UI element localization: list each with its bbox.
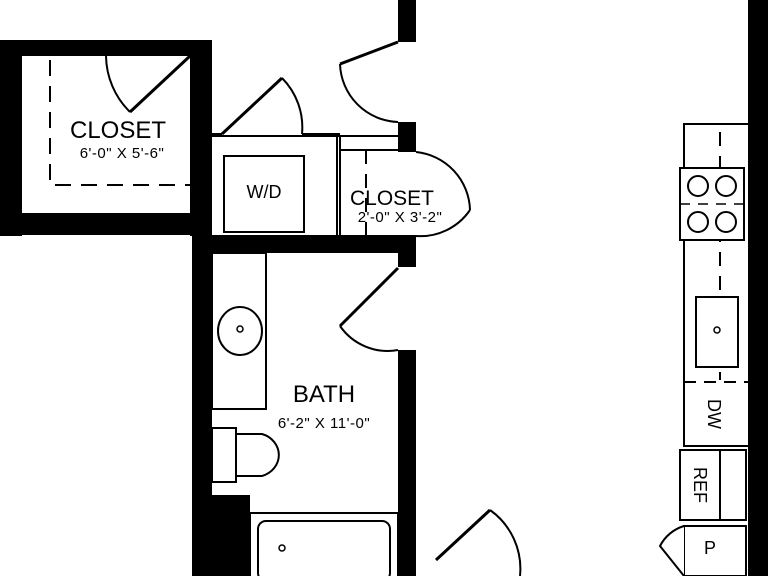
kitchen-sink-drain (713, 326, 721, 334)
wall-top-center (398, 0, 416, 42)
closet-door-arc (105, 55, 131, 113)
wall-pillar (398, 122, 416, 152)
wall-closet-bottom (0, 213, 210, 235)
kitchen: DW REF P (658, 123, 748, 576)
partitions (212, 133, 398, 236)
door-bottom (434, 508, 522, 576)
wall-right-edge (748, 0, 768, 576)
closet-large-name: CLOSET (70, 117, 166, 144)
small-closet-door-arc2 (415, 209, 471, 238)
wall-laundry-bottom (192, 235, 416, 253)
bath-door-arc (339, 325, 399, 352)
laundry-door-leaf (220, 76, 284, 136)
bath-dims: 6'-2" X 11'-0" (278, 415, 370, 432)
bath: BATH 6'-2" X 11'-0" (211, 252, 400, 576)
sink-drain (236, 325, 244, 333)
burner (715, 175, 737, 197)
wall-closet-left (0, 40, 22, 236)
bath-name: BATH (293, 381, 355, 408)
pantry-label: P (704, 538, 716, 558)
wall-bath-left-lower (192, 495, 250, 576)
bathtub-inner (257, 520, 391, 576)
wall-closet-top (0, 40, 212, 56)
closet-small-dims: 2'-0" X 3'-2" (358, 209, 443, 226)
closet-shelf-line (49, 60, 190, 186)
closet-small: CLOSET 2'-0" X 3'-2" (350, 150, 471, 238)
wall-smallcloset-right (398, 235, 416, 267)
closet-small-name: CLOSET (350, 187, 434, 210)
bath-door-leaf (338, 266, 400, 328)
refrigerator-label: REF (690, 467, 710, 503)
closet-door-leaf (128, 54, 192, 114)
burner (715, 211, 737, 233)
refrigerator (679, 449, 747, 521)
laundry-door-arc (281, 77, 304, 135)
wall-bath-right (398, 350, 416, 576)
dishwasher-label: DW (704, 399, 724, 429)
burner (687, 175, 709, 197)
pantry-door-arc (658, 525, 685, 576)
toilet-bowl (235, 433, 280, 477)
small-closet-door-arc (415, 151, 471, 211)
toilet-tank (211, 427, 237, 483)
laundry: W/D (220, 76, 305, 233)
tub-drain (278, 544, 286, 552)
door-top (339, 40, 399, 123)
closet-large: CLOSET 6'-0" X 5'-6" (49, 54, 192, 186)
burner (687, 211, 709, 233)
washer-dryer (223, 155, 305, 233)
wall-closet-right (190, 40, 212, 236)
wall-bath-left (192, 213, 212, 576)
closet-large-dims: 6'-0" X 5'-6" (80, 145, 165, 162)
washer-dryer-label: W/D (247, 182, 282, 202)
